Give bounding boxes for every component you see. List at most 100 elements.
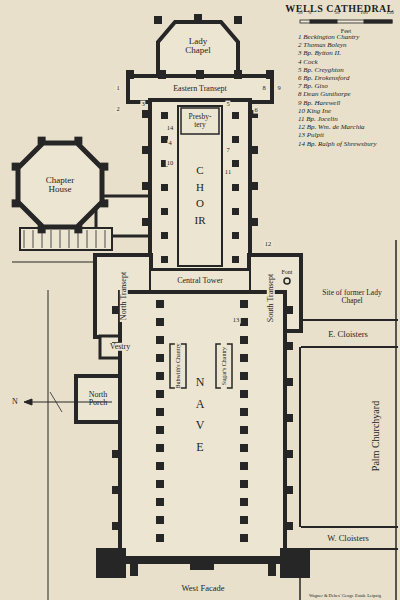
pillars-and-buttresses: [12, 14, 293, 542]
room-name: North Transept: [120, 270, 128, 322]
key-entry: 6 Bp. Drokensford: [298, 75, 349, 82]
pier: [12, 199, 20, 207]
pier: [240, 426, 248, 434]
pier: [112, 486, 121, 494]
room-name: Font: [280, 269, 293, 275]
pier: [240, 390, 248, 398]
stair-step: [87, 230, 88, 248]
pier: [12, 163, 20, 171]
callout-number: 8: [261, 85, 266, 92]
pier: [240, 534, 248, 542]
stair-step: [105, 230, 106, 248]
cloister-lines: [12, 240, 398, 600]
choir-screen: [178, 106, 222, 266]
pier: [156, 318, 164, 326]
pier: [161, 184, 168, 191]
pier: [240, 300, 248, 308]
pier: [266, 70, 274, 79]
pier: [232, 112, 239, 119]
stair-step: [42, 230, 43, 248]
pier: [232, 136, 239, 143]
pier: [234, 70, 242, 79]
scale-number: 0: [309, 10, 312, 15]
callout-number: 3: [140, 101, 145, 108]
room-name: Lady Chapel: [177, 37, 219, 56]
pier: [156, 336, 164, 344]
key-entry: 8 Dean Gunthorpe: [298, 92, 351, 99]
pier: [142, 218, 151, 226]
pier: [156, 300, 164, 308]
pier: [240, 444, 248, 452]
pier: [232, 256, 239, 263]
callout-number: 11: [224, 169, 232, 176]
scale-bar: [300, 20, 392, 23]
pier: [284, 450, 293, 458]
callout-number: 4: [167, 140, 172, 147]
pier: [156, 354, 164, 362]
north-mark: N: [12, 398, 18, 406]
callout-number: 9: [276, 85, 281, 92]
pier: [156, 372, 164, 380]
pier: [249, 218, 258, 226]
callout-number: 12: [264, 241, 273, 248]
pier: [161, 232, 168, 239]
room-name: NAVE: [194, 372, 206, 458]
pier: [284, 306, 293, 314]
pier: [154, 16, 162, 24]
pier: [126, 70, 134, 79]
pier: [100, 163, 108, 171]
stair-step: [33, 230, 34, 248]
room-name: CHOIR: [195, 162, 206, 228]
key-entry: 5 Bp. Creyghton: [298, 67, 344, 74]
pier: [234, 16, 242, 24]
pier: [240, 462, 248, 470]
pier: [156, 534, 164, 542]
callout-number: 13: [232, 317, 241, 324]
stair-step: [78, 230, 79, 248]
pier: [232, 184, 239, 191]
pier: [156, 408, 164, 416]
room-name: Eastern Transept: [172, 85, 228, 93]
north-porch-wall: [76, 376, 120, 422]
callout-number: 2: [115, 106, 120, 113]
chantry-name: Sugar's Chantry: [221, 335, 227, 397]
scale-unit: Feet: [341, 28, 351, 34]
pier: [100, 199, 108, 207]
key-entry: 1 Beckington Chantry: [298, 34, 359, 41]
pier: [232, 208, 239, 215]
pier: [249, 146, 258, 154]
pier: [112, 522, 121, 530]
pier: [156, 390, 164, 398]
pier: [156, 426, 164, 434]
stair-step: [60, 230, 61, 248]
stair-step: [69, 230, 70, 248]
area-name: Palm Churchyard: [371, 401, 382, 471]
pier: [249, 182, 258, 190]
presbytery-rail: [181, 108, 219, 134]
room-name: North Porch: [79, 391, 117, 408]
pier: [240, 408, 248, 416]
pier: [142, 182, 151, 190]
pier: [284, 342, 293, 350]
pier: [284, 414, 293, 422]
pier: [161, 256, 168, 263]
pier: [240, 336, 248, 344]
pier: [240, 372, 248, 380]
scale-number: 150: [386, 10, 394, 15]
stair-step: [51, 230, 52, 248]
pier: [38, 137, 46, 145]
pier: [156, 462, 164, 470]
pier: [232, 160, 239, 167]
key-entry: 11 Bp. Jocelin: [298, 116, 338, 123]
pier: [284, 378, 293, 386]
pier: [112, 450, 121, 458]
room-name: E. Cloisters: [328, 330, 368, 339]
pier: [158, 70, 166, 79]
stair-step: [24, 230, 25, 248]
stair-block: [20, 228, 112, 250]
chantry-name: Bubwith's Chantry: [175, 335, 181, 397]
pier: [142, 110, 151, 118]
pier: [194, 14, 202, 22]
stair-step: [96, 230, 97, 248]
nave-wall: [120, 292, 285, 558]
